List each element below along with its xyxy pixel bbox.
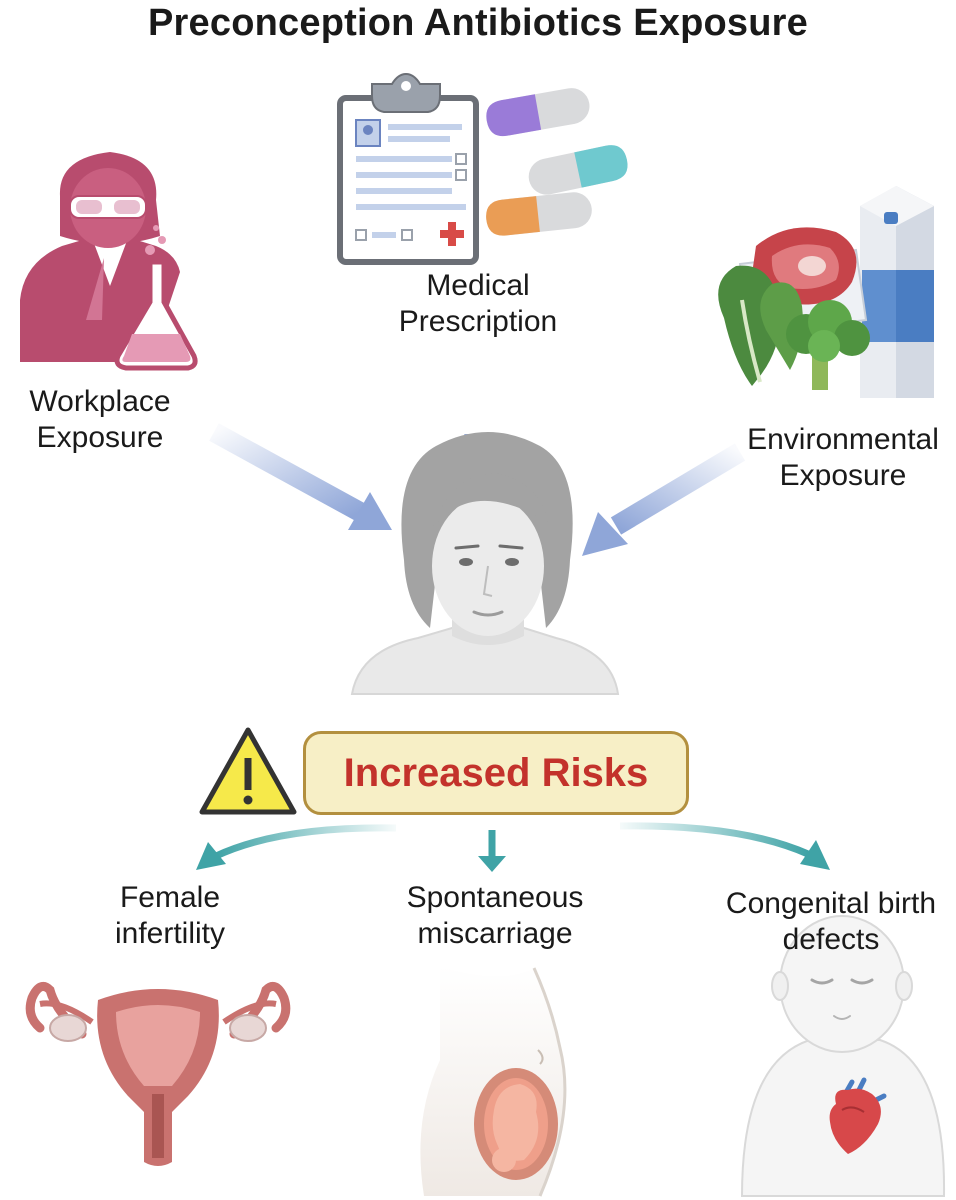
miscarriage-label-line1: Spontaneous — [406, 881, 584, 914]
source-label-medical: Medical Prescription — [376, 268, 580, 340]
environmental-label-line2: Exposure — [779, 459, 907, 492]
outcome-label-infertility: Female infertility — [70, 880, 270, 952]
prescription-clipboard-icon — [337, 72, 479, 265]
arrow-workplace-to-person — [209, 423, 392, 530]
medical-label-line1: Medical — [426, 269, 530, 302]
source-label-workplace: Workplace Exposure — [0, 384, 200, 456]
arrow-to-birth-defects — [619, 822, 830, 870]
miscarriage-label-line2: miscarriage — [417, 917, 573, 950]
arrow-environmental-to-person — [582, 443, 746, 556]
capsules-icon — [486, 88, 628, 236]
birth-defects-label-line1: Congenital birth — [725, 887, 937, 920]
medical-label-line2: Prescription — [398, 305, 558, 338]
lab-worker-icon — [20, 152, 198, 371]
warning-triangle-icon — [199, 727, 297, 815]
source-label-environmental: Environmental Exposure — [730, 422, 956, 494]
arrow-to-miscarriage — [478, 830, 506, 872]
arrow-to-infertility — [196, 824, 397, 870]
increased-risks-box: Increased Risks — [303, 731, 689, 815]
workplace-label-line1: Workplace — [29, 385, 171, 418]
infertility-label-line1: Female — [119, 881, 221, 914]
uterus-icon — [25, 981, 291, 1166]
pregnancy-icon — [420, 966, 567, 1197]
food-milk-icon — [718, 186, 934, 398]
environmental-label-line1: Environmental — [747, 423, 939, 456]
woman-portrait-icon — [350, 432, 620, 695]
outcome-label-miscarriage: Spontaneous miscarriage — [388, 880, 602, 952]
outcome-label-birth-defects: Congenital birth defects — [706, 886, 956, 958]
diagram-title: Preconception Antibiotics Exposure — [148, 2, 808, 44]
infertility-label-line2: infertility — [114, 917, 226, 950]
birth-defects-label-line2: defects — [782, 923, 880, 956]
workplace-label-line2: Exposure — [36, 421, 164, 454]
increased-risks-label: Increased Risks — [343, 750, 649, 795]
infant-heart-icon — [740, 915, 946, 1197]
